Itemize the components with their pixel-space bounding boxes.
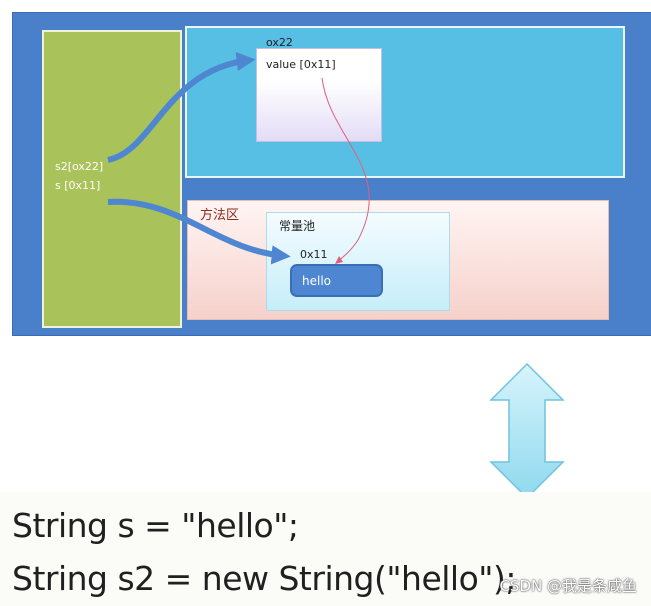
arrow-s2-to-heap <box>107 52 256 163</box>
pool-value-label: hello <box>302 274 331 288</box>
heap-object-address: ox22 <box>266 36 293 49</box>
pool-address-label: 0x11 <box>300 248 328 261</box>
arrow-s-to-pool <box>107 198 291 265</box>
pool-hello-literal <box>290 264 383 297</box>
code-background <box>0 492 651 606</box>
method-area-label: 方法区 <box>200 208 240 223</box>
pointer-arrowhead <box>335 256 343 264</box>
stack-var-s2: s2[ox22] <box>55 160 104 173</box>
pointer-value-to-pool <box>321 77 370 263</box>
stack-region <box>42 30 182 328</box>
stack-var-s: s [0x11] <box>55 179 101 192</box>
heap-object-value-field: value [0x11] <box>266 58 336 71</box>
watermark: CSDN @我是条咸鱼 <box>499 577 637 595</box>
code-line-2: String s2 = new String("hello"); <box>12 559 516 598</box>
double-arrow-icon <box>489 362 565 500</box>
code-line-1: String s = "hello"; <box>12 506 299 545</box>
heap-string-object <box>256 48 382 142</box>
constant-pool-label: 常量池 <box>279 219 316 233</box>
